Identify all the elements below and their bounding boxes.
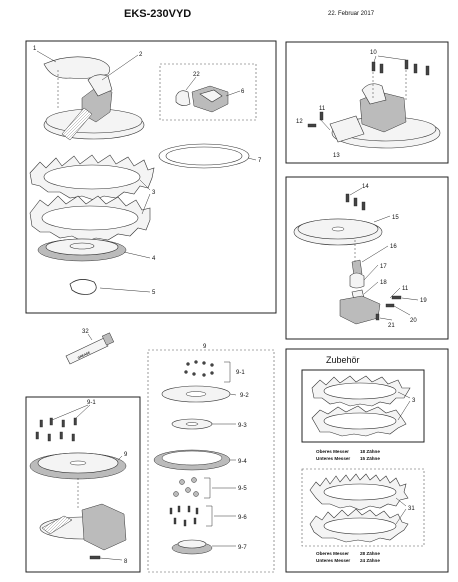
callout-9-top: 9 [203, 344, 207, 350]
callout-18: 18 [380, 280, 387, 286]
callout-4: 4 [152, 256, 156, 262]
callout-14: 14 [362, 184, 369, 190]
gearhead-box [25, 396, 141, 573]
grease-label: GREASE [77, 351, 91, 360]
callout-11-gear: 11 [402, 286, 409, 292]
part-9-5-bearings [173, 477, 199, 497]
callout-21: 21 [388, 323, 395, 329]
callout-10: 10 [370, 50, 377, 56]
callout-13: 13 [333, 153, 340, 159]
callout-19: 19 [420, 298, 427, 304]
main-assembly-box [25, 40, 277, 314]
set-3-lower-teeth: 15 Zähne [360, 456, 380, 461]
callout-11: 11 [319, 106, 326, 112]
accessory-set-31-box [301, 468, 425, 547]
part-9-box [147, 349, 275, 573]
set-3-lower-label: Unteres Messer [316, 456, 350, 461]
callout-8: 8 [124, 559, 128, 565]
callout-6: 6 [241, 89, 245, 95]
callout-2: 2 [139, 52, 143, 58]
callout-9-1: 9-1 [236, 370, 245, 376]
part-22-cap [175, 90, 191, 106]
part-17-gear [349, 272, 365, 289]
part-32-grease-tube: GREASE [65, 332, 115, 365]
set-31-lower-teeth: 24 Zähne [360, 558, 380, 563]
callout-12: 12 [296, 119, 303, 125]
callout-16: 16 [390, 244, 397, 250]
part-9-6-pins [169, 505, 199, 527]
callout-9-4: 9-4 [238, 459, 247, 465]
page-title: EKS-230VYD [124, 8, 191, 20]
gearbox-base [339, 295, 381, 325]
callout-15: 15 [392, 215, 399, 221]
callout-9-3: 9-3 [238, 423, 247, 429]
part-9-1-screws [184, 360, 214, 377]
part-7-ring [158, 143, 250, 169]
part-1-cover [43, 56, 111, 79]
motor-box [285, 41, 449, 164]
part-8-screw [89, 555, 101, 560]
part-16-shaft [351, 259, 363, 277]
gearhead-motor-mount [81, 503, 127, 551]
accessories-box [285, 348, 449, 573]
part-11-screw [319, 111, 324, 121]
callout-9-6: 9-6 [238, 515, 247, 521]
set-31-lower-label: Unteres Messer [316, 558, 350, 563]
callout-17: 17 [380, 264, 387, 270]
callout-9-7: 9-7 [238, 545, 247, 551]
set-3-upper-label: Oberes Messer [316, 449, 349, 454]
callout-3-accessory: 3 [412, 398, 416, 404]
set-31-upper-teeth: 28 Zähne [360, 551, 380, 556]
callout-9-5: 9-5 [238, 486, 247, 492]
part-13-bracket [329, 115, 365, 143]
part-5-clip [69, 279, 97, 295]
part-12-screw [307, 123, 317, 128]
part-19-screw [391, 295, 402, 300]
accessories-title: Zubehör [326, 355, 360, 365]
part-9-1-screws-assembly [35, 417, 77, 442]
set-31-upper-label: Oberes Messer [316, 551, 349, 556]
part-21-screw [375, 313, 380, 321]
callout-5: 5 [152, 290, 156, 296]
accessory-set-3-box [301, 369, 425, 443]
callout-20: 20 [410, 318, 417, 324]
gear-box [285, 176, 449, 340]
callout-1: 1 [33, 46, 37, 52]
callout-9-assembly: 9 [124, 452, 128, 458]
part-20-screw [385, 303, 395, 308]
callout-32: 32 [82, 329, 89, 335]
callout-22: 22 [193, 72, 200, 78]
callout-9-2: 9-2 [240, 393, 249, 399]
callout-31: 31 [408, 506, 415, 512]
callout-7: 7 [258, 158, 262, 164]
set-3-upper-teeth: 18 Zähne [360, 449, 380, 454]
part-10-screws [371, 59, 430, 76]
part-14-screws [345, 193, 366, 211]
callout-3: 3 [152, 190, 156, 196]
page-date: 22. Februar 2017 [328, 11, 375, 17]
detail-box-22-6 [159, 63, 257, 121]
callout-9-1-assembly: 9-1 [87, 400, 96, 406]
